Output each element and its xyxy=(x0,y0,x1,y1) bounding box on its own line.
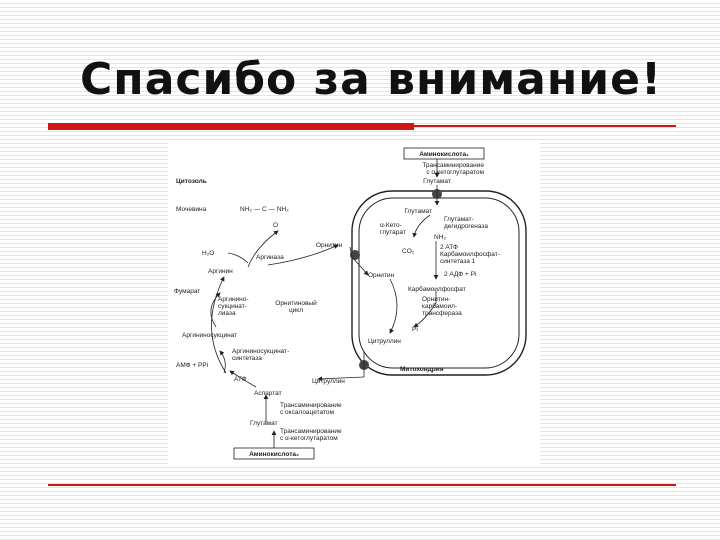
label-trans-akg-2: с α-кетоглутаратом xyxy=(280,435,338,442)
label-otc-1: Орнитин- xyxy=(422,296,450,303)
label-co2: CO₂ xyxy=(402,248,415,255)
label-aspartate: Аспартат xyxy=(254,390,282,397)
label-citrulline-cytosol: Цитруллин xyxy=(312,378,345,385)
label-cytosol: Цитозоль xyxy=(176,178,207,185)
label-urea: Мочевина xyxy=(176,206,207,213)
label-gdh-2: дегидрогеназа xyxy=(444,223,488,230)
arrow-ornithine-to-citrulline xyxy=(389,278,398,334)
arrow-aspartate-in xyxy=(229,370,257,388)
label-mitochondria: Митохондрия xyxy=(400,366,444,373)
label-arginine: Аргинин xyxy=(208,268,233,275)
label-amp: АМФ + PPi xyxy=(176,362,208,369)
arrow-citrulline-to-cytosol xyxy=(317,376,365,382)
label-asl-2: сукцинат- xyxy=(218,303,247,310)
slide-title: Спасибо за внимание! xyxy=(80,54,663,105)
label-asl-3: лиаза xyxy=(218,310,236,317)
label-atp2: 2 АТФ xyxy=(440,244,458,251)
label-atp: АТФ xyxy=(234,376,247,383)
label-arginase: Аргиназа xyxy=(256,254,284,261)
urea-cycle-diagram: Аминокислота₁ Аминокислота₂ Трансаминиро… xyxy=(168,141,540,465)
label-citrulline-mito: Цитруллин xyxy=(368,338,401,345)
label-cps-1: Карбамоилфосфат- xyxy=(440,250,500,258)
label-fumarate: Фумарат xyxy=(174,288,200,295)
arrow-atp-amp xyxy=(219,350,226,374)
label-ass-1: Аргининосукцинат- xyxy=(232,348,289,355)
urea-cycle-svg: Аминокислота₁ Аминокислота₂ Трансаминиро… xyxy=(174,147,527,460)
title-underline-thick xyxy=(48,123,414,130)
label-carbamoyl-phosphate: Карбамоилфосфат xyxy=(408,285,466,293)
label-cps-2: синтетаза 1 xyxy=(440,258,476,265)
arrow-pi xyxy=(413,302,437,328)
label-glutamate-bottom: Глутамат xyxy=(250,420,278,427)
label-otc-3: трансфераза xyxy=(422,310,462,317)
arrow-glutamate-dehydrogenase xyxy=(412,214,431,238)
label-trans-akg-1: Трансаминирование xyxy=(280,428,342,435)
label-ketoglutarate-2: глутарат xyxy=(380,229,406,236)
label-glutamate-outer: Глутамат xyxy=(423,178,451,185)
arrow-argininosuccinate-lyase xyxy=(210,292,221,328)
label-gdh-1: Глутамат- xyxy=(444,216,474,223)
arrow-arginine-to-ornithine xyxy=(267,244,339,266)
label-ketoglutarate-1: α-Кето- xyxy=(380,222,402,229)
amino-acid-1-label: Аминокислота₁ xyxy=(419,151,469,158)
amino-acid-1-box xyxy=(403,147,485,160)
label-ass-2: синтетаза xyxy=(232,355,262,362)
label-adp2: 2 АДФ + Pi xyxy=(444,271,476,278)
label-asl-1: Аргинино- xyxy=(218,296,249,303)
mitochondrion-outer-membrane xyxy=(351,190,527,376)
label-cycle-2: цикл xyxy=(289,307,303,314)
label-pi: Pi xyxy=(412,326,418,333)
label-transamination-top-1: Трансаминирование xyxy=(422,162,484,169)
label-transamination-top-2: с α-кетоглутаратом xyxy=(426,169,484,176)
label-glutamate-inner: Глутамат xyxy=(404,208,432,215)
label-argininosuccinate: Аргининосукцинат xyxy=(182,332,237,339)
label-trans-oxa-2: с оксалоацетатом xyxy=(280,409,334,416)
arrow-h2o xyxy=(227,252,249,264)
label-otc-2: карбамоил- xyxy=(422,302,457,310)
arrow-cycle-left xyxy=(211,276,227,374)
label-urea-formula: NH₂ — C — NH₂ xyxy=(240,206,289,213)
arrow-ornithine-export xyxy=(349,246,369,276)
label-h2o: H₂O xyxy=(202,250,214,257)
arrow-arginase xyxy=(247,230,279,268)
label-ornithine-mito: Орнитин xyxy=(368,272,394,279)
label-urea-oxygen: O xyxy=(273,222,278,229)
label-trans-oxa-1: Трансаминирование xyxy=(280,402,342,409)
title-underline-thin xyxy=(414,125,676,127)
label-ornithine-cytosol: Орнитин xyxy=(316,242,342,249)
footer-rule xyxy=(48,484,676,486)
label-cycle-1: Орнитиновый xyxy=(275,299,317,307)
label-nh3: NH₃ xyxy=(434,234,446,241)
amino-acid-2-label: Аминокислота₂ xyxy=(249,451,299,458)
